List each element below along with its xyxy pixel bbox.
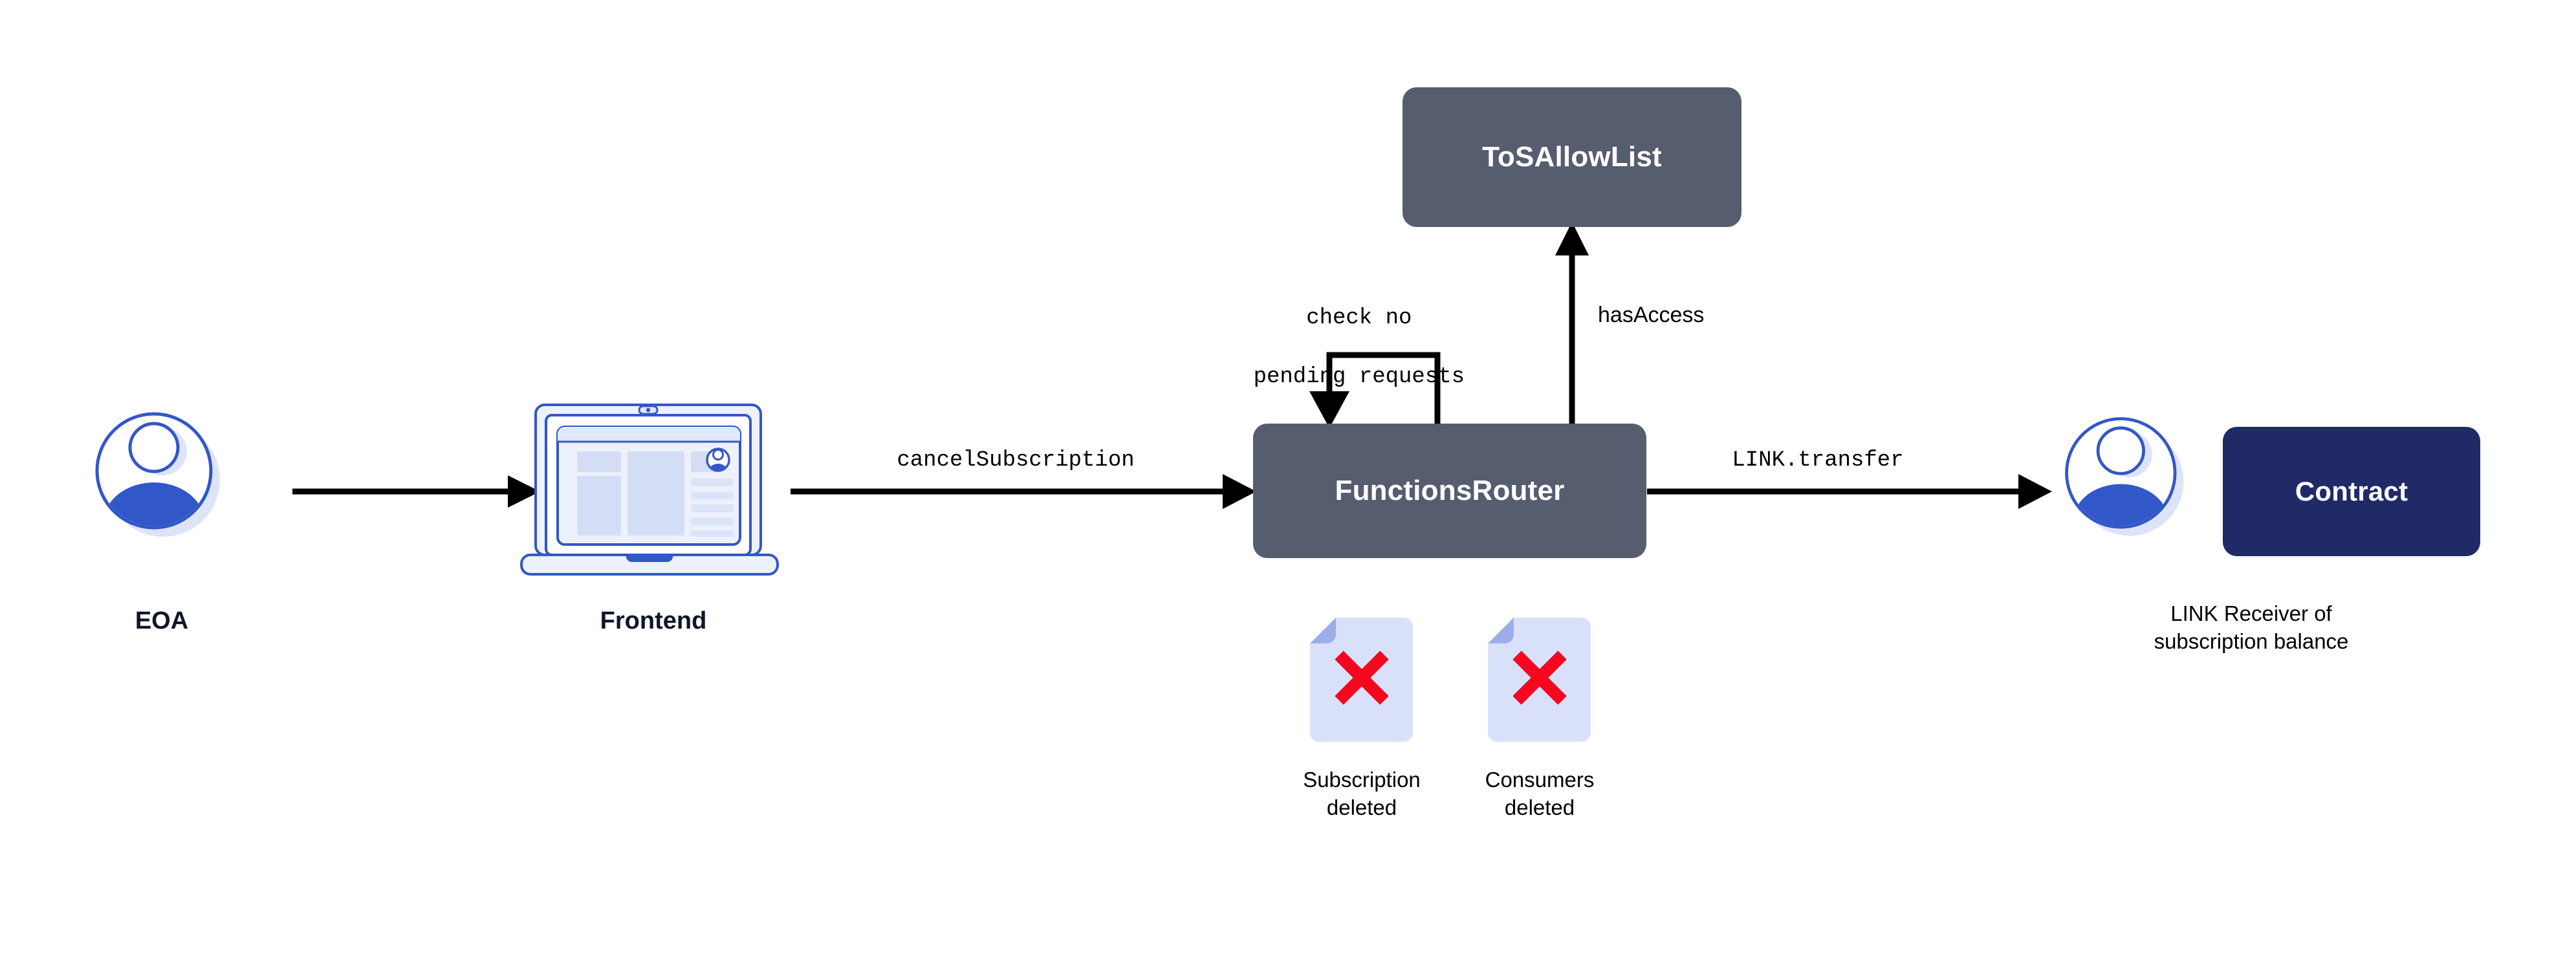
contract-label: Contract [2295, 476, 2408, 506]
subscription-deleted-caption: Subscription deleted [1274, 766, 1449, 822]
laptop-browser-icon [520, 404, 779, 576]
consumers-deleted-line2: deleted [1504, 795, 1575, 819]
edge-label-self-loop: check no pending requests [1184, 275, 1481, 421]
functions-router-label: FunctionsRouter [1335, 475, 1565, 506]
subscription-deleted-line1: Subscription [1303, 768, 1421, 792]
consumers-deleted-caption: Consumers deleted [1452, 766, 1627, 822]
edge-label-cancel-subscription: cancelSubscription [897, 448, 1135, 473]
eoa-label: EOA [135, 607, 189, 634]
consumers-deleted-line1: Consumers [1485, 768, 1595, 792]
functions-router-box[interactable]: FunctionsRouter [1253, 424, 1646, 558]
edge-label-link-transfer: LINK.transfer [1732, 448, 1904, 473]
user-avatar-icon [95, 412, 220, 537]
contract-box[interactable]: Contract [2223, 427, 2480, 556]
edge-label-self-loop-line1: check no [1306, 306, 1412, 331]
edge-frontend-to-router [791, 474, 1256, 509]
edge-label-has-access: hasAccess [1598, 303, 1705, 327]
edge-router-to-tos [1555, 222, 1589, 424]
tos-allow-list-box[interactable]: ToSAllowList [1403, 87, 1741, 227]
edge-eoa-to-frontend [292, 475, 540, 508]
edge-router-to-receiver [1647, 474, 2052, 509]
tos-allow-list-label: ToSAllowList [1482, 141, 1662, 173]
link-receiver-line1: LINK Receiver of [2170, 601, 2332, 625]
subscription-deleted-line2: deleted [1326, 795, 1397, 819]
frontend-label: Frontend [600, 607, 707, 634]
document-deleted-icon [1310, 618, 1413, 742]
edge-label-self-loop-line2: pending requests [1253, 364, 1465, 389]
user-avatar-icon [2065, 417, 2184, 536]
link-receiver-caption: LINK Receiver of subscription balance [2057, 600, 2445, 656]
link-receiver-line2: subscription balance [2154, 629, 2349, 653]
document-deleted-icon [1488, 618, 1591, 742]
